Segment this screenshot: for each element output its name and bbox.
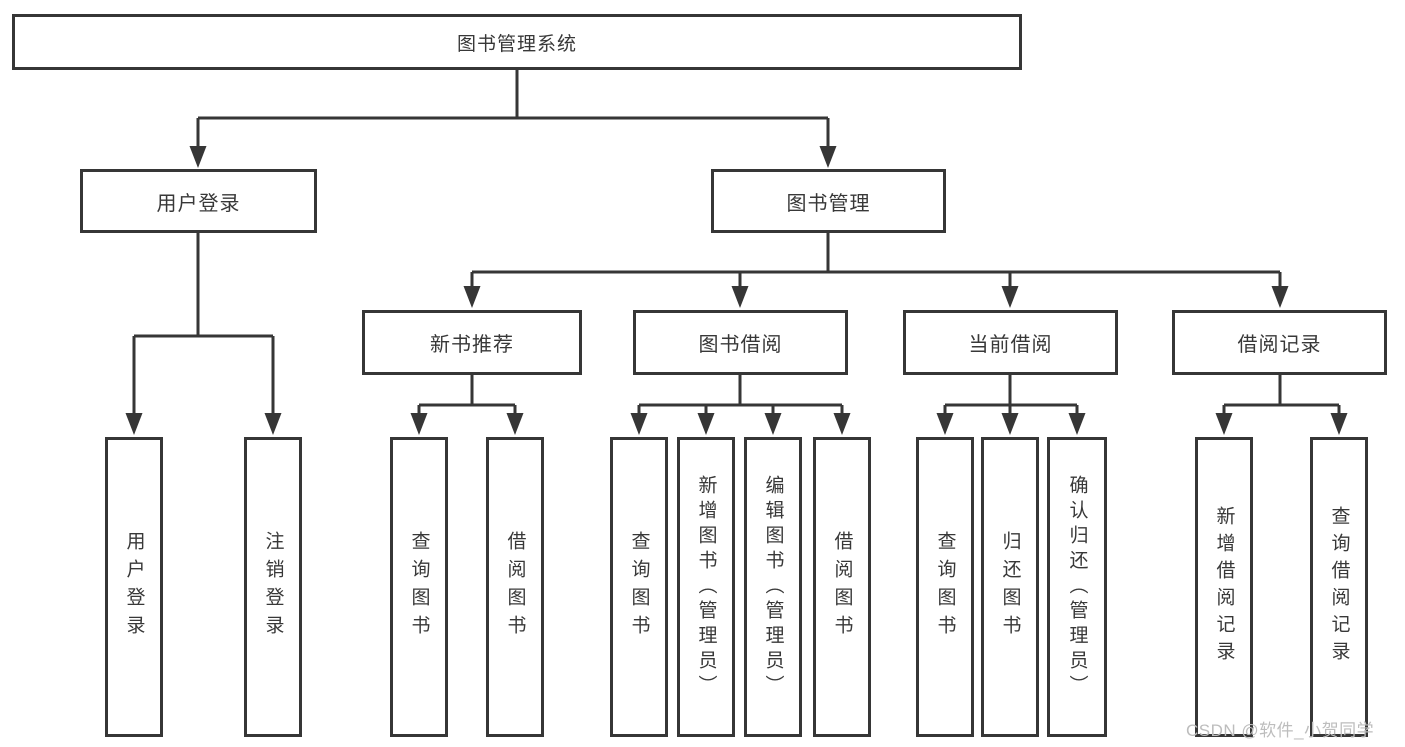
node-label: 图书管理系统 [456, 33, 577, 55]
node-book-management: 图书管理 [711, 169, 946, 233]
node-book-borrowing: 图书借阅 [633, 310, 848, 375]
node-label: 新书推荐 [430, 334, 514, 356]
node-label: 注销登录 [262, 531, 284, 643]
leaf-query-books-1: 查询图书 [390, 437, 448, 737]
node-label: 编辑图书（管理员） [762, 474, 784, 700]
node-label: 新增借阅记录 [1213, 506, 1235, 668]
leaf-logout: 注销登录 [244, 437, 302, 737]
node-label: 用户登录 [123, 531, 145, 643]
node-label: 图书借阅 [698, 334, 783, 356]
node-label: 借阅图书 [504, 531, 526, 643]
node-current-borrowing: 当前借阅 [903, 310, 1118, 375]
node-label: 新增图书（管理员） [695, 474, 717, 700]
node-borrowing-records: 借阅记录 [1172, 310, 1387, 375]
node-user-login: 用户登录 [80, 169, 317, 233]
leaf-query-books-2: 查询图书 [610, 437, 668, 737]
node-label: 查询图书 [408, 531, 430, 643]
leaf-add-books-admin: 新增图书（管理员） [677, 437, 735, 737]
leaf-borrow-books-1: 借阅图书 [486, 437, 544, 737]
csdn-watermark: CSDN @软件_小贺同学 [1186, 721, 1375, 740]
node-label: 查询借阅记录 [1328, 506, 1350, 668]
node-label: 图书管理 [786, 192, 871, 215]
node-label: 用户登录 [156, 192, 241, 215]
leaf-add-borrow-record: 新增借阅记录 [1195, 437, 1253, 737]
leaf-edit-books-admin: 编辑图书（管理员） [744, 437, 802, 737]
node-label: 借阅图书 [831, 531, 853, 643]
node-root-library-system: 图书管理系统 [12, 14, 1022, 70]
node-label: 确认归还（管理员） [1066, 474, 1088, 700]
node-label: 当前借阅 [968, 334, 1053, 356]
leaf-query-borrow-record: 查询借阅记录 [1310, 437, 1368, 737]
node-label: 借阅记录 [1237, 334, 1322, 356]
arrowhead-icons [125, 146, 1348, 435]
node-new-book-recommendation: 新书推荐 [362, 310, 582, 375]
leaf-borrow-books-2: 借阅图书 [813, 437, 871, 737]
node-label: 查询图书 [628, 531, 650, 643]
leaf-query-books-3: 查询图书 [916, 437, 974, 737]
node-label: 查询图书 [934, 531, 956, 643]
leaf-user-login: 用户登录 [105, 437, 163, 737]
leaf-return-books: 归还图书 [981, 437, 1039, 737]
leaf-confirm-return-admin: 确认归还（管理员） [1047, 437, 1107, 737]
node-label: 归还图书 [999, 531, 1021, 643]
